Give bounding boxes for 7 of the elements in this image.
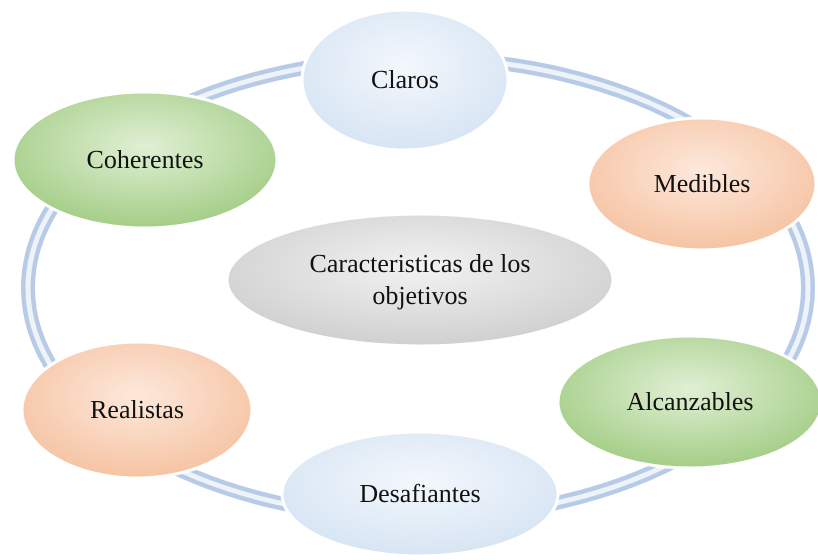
node-label: Coherentes [86,144,204,176]
node-label: Realistas [90,394,184,426]
node-label: Desafiantes [359,478,481,510]
node-label: Claros [371,64,439,96]
node-label: Medibles [654,168,750,200]
node-label: Alcanzables [626,386,754,418]
node-label: Caracteristicas de los objetivos [308,248,532,312]
